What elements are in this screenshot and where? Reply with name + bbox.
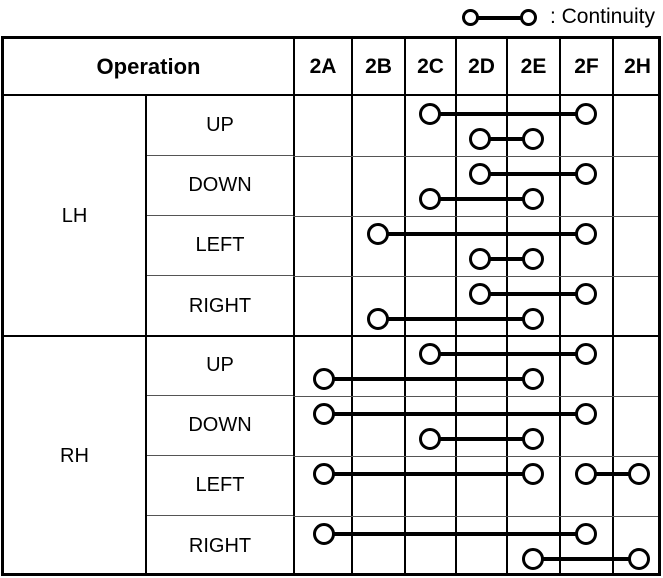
row-separator bbox=[293, 276, 658, 277]
legend: : Continuity bbox=[0, 0, 663, 34]
continuity-node-2a bbox=[313, 463, 335, 485]
terminal-header-2f: 2F bbox=[559, 39, 612, 94]
direction-label-rh-up: UP bbox=[147, 336, 293, 396]
terminal-header-2e: 2E bbox=[506, 39, 559, 94]
terminal-header-2a: 2A bbox=[293, 39, 351, 94]
section-divider bbox=[4, 335, 658, 337]
continuity-wire bbox=[430, 437, 533, 441]
direction-label-lh-down: DOWN bbox=[147, 156, 293, 216]
continuity-node-2f bbox=[575, 343, 597, 365]
terminal-header-2c: 2C bbox=[404, 39, 455, 94]
continuity-node-2e bbox=[522, 248, 544, 270]
continuity-node-left-icon bbox=[461, 9, 479, 26]
legend-inner: : Continuity bbox=[461, 2, 655, 32]
continuity-node-2f bbox=[575, 163, 597, 185]
continuity-node-2f bbox=[575, 103, 597, 125]
direction-label-rh-right: RIGHT bbox=[188, 534, 252, 557]
operation-header-cell: Operation bbox=[96, 53, 201, 79]
continuity-node-2d bbox=[469, 283, 491, 305]
continuity-node-2f bbox=[575, 283, 597, 305]
continuity-node-2c bbox=[419, 188, 441, 210]
row-separator bbox=[293, 216, 658, 217]
continuity-node-2f bbox=[575, 223, 597, 245]
terminal-header-2d: 2D bbox=[455, 39, 506, 94]
continuity-node-right-icon bbox=[519, 9, 537, 26]
continuity-node-2e bbox=[522, 308, 544, 330]
continuity-node-2c bbox=[419, 428, 441, 450]
direction-label-rh-down: DOWN bbox=[147, 396, 293, 456]
row-separator bbox=[293, 156, 658, 157]
continuity-wire-icon bbox=[475, 16, 524, 20]
continuity-node-2h bbox=[628, 463, 650, 485]
continuity-symbol-icon bbox=[461, 3, 544, 31]
direction-label-rh-left: LEFT bbox=[147, 456, 293, 516]
continuity-node-2f bbox=[575, 463, 597, 485]
continuity-wire bbox=[533, 557, 639, 561]
row-separator bbox=[293, 396, 658, 397]
continuity-wire bbox=[430, 197, 533, 201]
continuity-node-2e bbox=[522, 188, 544, 210]
terminal-header-2b: 2B bbox=[351, 39, 404, 94]
continuity-wire bbox=[430, 112, 586, 116]
row-separator bbox=[293, 456, 658, 457]
continuity-wire bbox=[430, 352, 586, 356]
continuity-wire bbox=[324, 472, 533, 476]
continuity-node-2c bbox=[419, 103, 441, 125]
continuity-node-2e bbox=[522, 463, 544, 485]
direction-label-lh-up: UP bbox=[147, 96, 293, 156]
continuity-node-2b bbox=[367, 223, 389, 245]
continuity-node-2c bbox=[419, 343, 441, 365]
legend-label: : Continuity bbox=[549, 5, 655, 28]
continuity-node-2d bbox=[469, 128, 491, 150]
continuity-node-2e bbox=[522, 368, 544, 390]
row-separator bbox=[293, 516, 658, 517]
continuity-wire bbox=[378, 232, 586, 236]
continuity-node-2d bbox=[469, 248, 491, 270]
continuity-node-2a bbox=[313, 403, 335, 425]
side-label-lh: LH bbox=[4, 96, 147, 336]
continuity-node-2f bbox=[575, 523, 597, 545]
continuity-wire bbox=[324, 377, 533, 381]
continuity-node-2h bbox=[628, 548, 650, 570]
continuity-wire bbox=[480, 292, 586, 296]
continuity-node-2a bbox=[313, 523, 335, 545]
continuity-node-2e bbox=[522, 428, 544, 450]
continuity-node-2d bbox=[469, 163, 491, 185]
continuity-node-2e bbox=[522, 548, 544, 570]
continuity-node-2e bbox=[522, 128, 544, 150]
direction-label-lh-right: RIGHT bbox=[188, 294, 252, 317]
side-label-rh: RH bbox=[4, 336, 147, 576]
terminal-header-2h: 2H bbox=[612, 39, 661, 94]
continuity-node-2a bbox=[313, 368, 335, 390]
continuity-wire bbox=[480, 172, 586, 176]
direction-label-lh-left: LEFT bbox=[147, 216, 293, 276]
continuity-node-2f bbox=[575, 403, 597, 425]
continuity-node-2b bbox=[367, 308, 389, 330]
